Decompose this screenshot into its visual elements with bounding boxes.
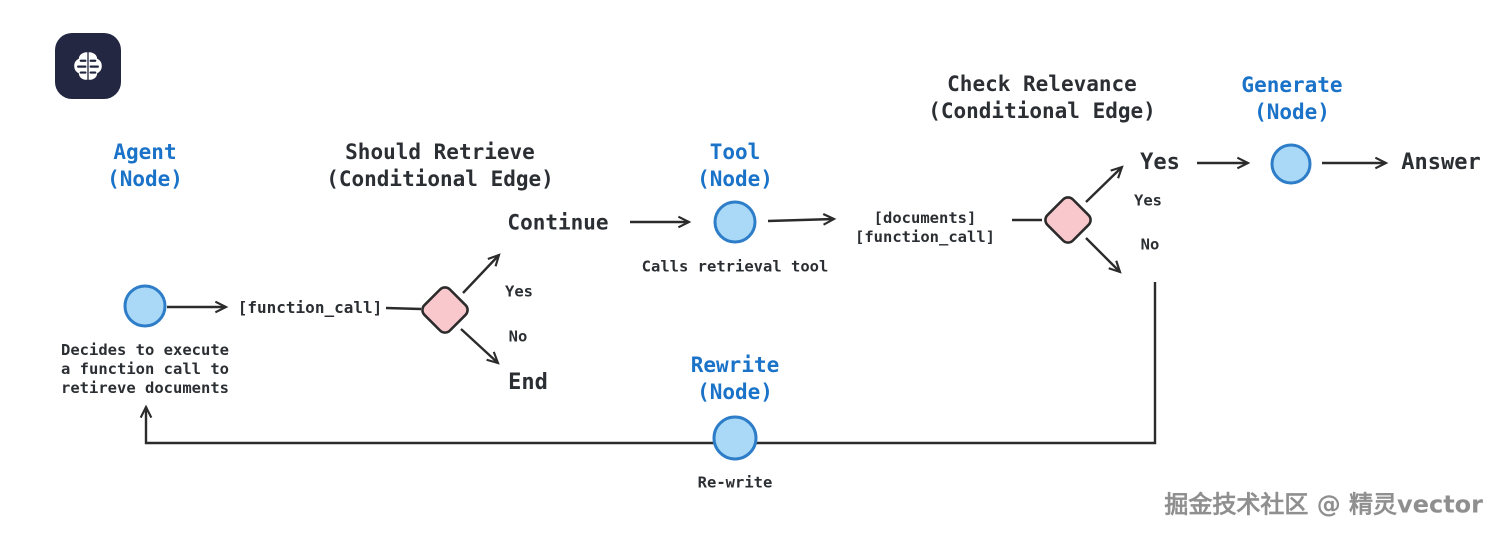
answer-label: Answer	[1401, 149, 1481, 175]
tool-node-title: Tool (Node)	[697, 140, 773, 191]
generate-node-circle	[1270, 143, 1312, 185]
edge-tool-to-documents	[767, 213, 837, 226]
watermark-text: 掘金技术社区 @ 精灵vector	[1164, 490, 1483, 519]
yes-label-should-retrieve: Yes	[505, 282, 533, 301]
logo-badge	[55, 33, 121, 99]
check-relevance-title: Check Relevance (Conditional Edge)	[928, 72, 1156, 123]
generate-node-title: Generate (Node)	[1241, 73, 1343, 124]
yes-label-check-relevance: Yes	[1134, 191, 1162, 210]
edge-diamond1-yes	[462, 253, 501, 294]
continue-label: Continue	[507, 210, 609, 235]
should-retrieve-title: Should Retrieve (Conditional Edge)	[326, 140, 554, 191]
edge-diamond2-yes	[1085, 165, 1124, 203]
rewrite-node-circle	[712, 415, 758, 461]
agent-node-caption: Decides to execute a function call to re…	[61, 341, 229, 398]
no-label-should-retrieve: No	[508, 327, 528, 346]
check-relevance-diamond	[1044, 196, 1092, 244]
agent-node-title: Agent (Node)	[107, 140, 183, 191]
documents-functioncall-label: [documents] [function_call]	[855, 208, 995, 246]
tool-node-circle	[713, 200, 757, 244]
edge-functioncall-to-diamond1	[385, 306, 422, 311]
no-label-check-relevance: No	[1140, 235, 1160, 254]
edge-diamond2-no	[1085, 237, 1122, 274]
brain-icon	[74, 52, 102, 80]
should-retrieve-diamond	[421, 286, 469, 334]
yes-branch-label: Yes	[1140, 149, 1180, 175]
end-label: End	[508, 369, 548, 395]
edge-rewrite-loop	[139, 282, 1157, 445]
tool-node-caption: Calls retrieval tool	[641, 257, 829, 276]
function-call-label: [function_call]	[237, 297, 383, 317]
rewrite-node-title: Rewrite (Node)	[690, 353, 780, 404]
agent-node-circle	[123, 284, 167, 328]
rewrite-node-caption: Re-write	[697, 473, 773, 492]
edge-diamond1-no	[460, 328, 500, 365]
